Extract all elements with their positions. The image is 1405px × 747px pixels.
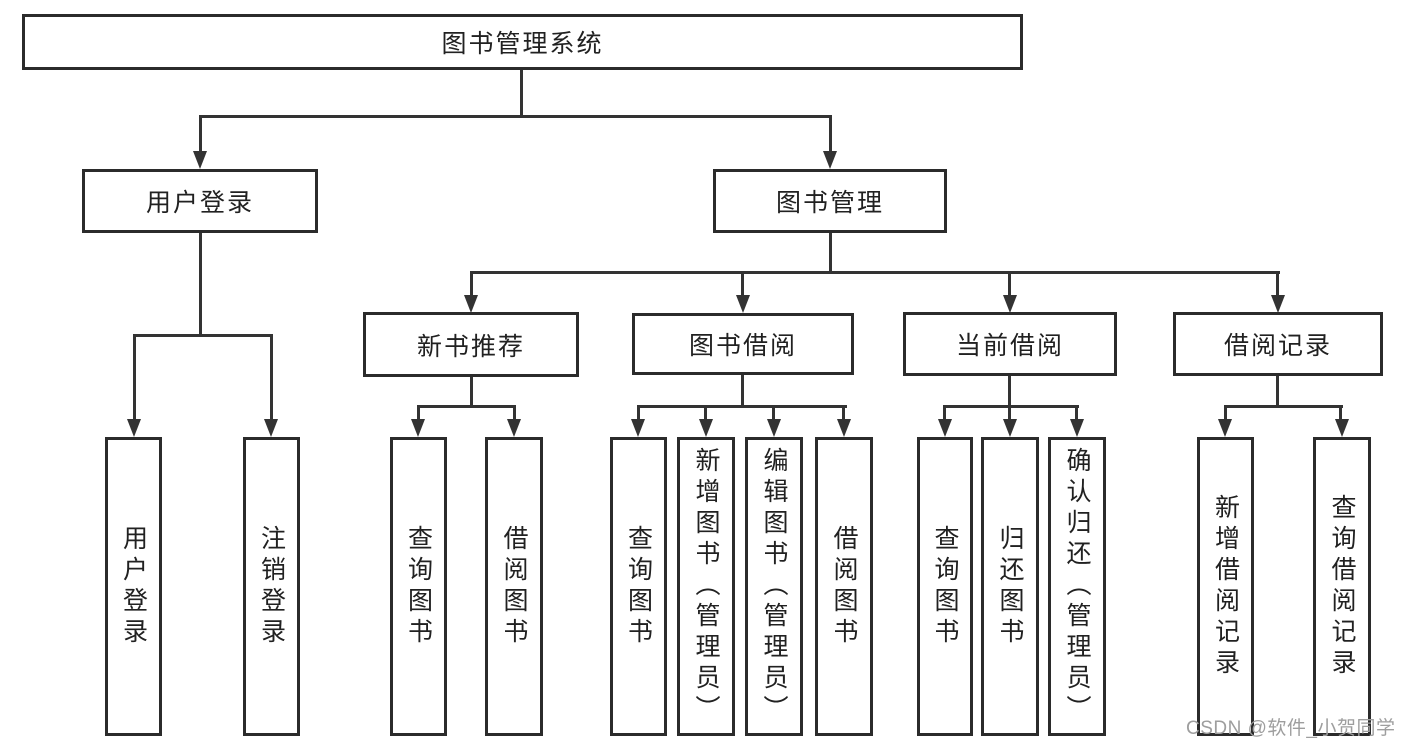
node-label: 查询图书	[624, 524, 653, 649]
node-label: 新增图书（管理员）	[692, 447, 720, 726]
node-new-book-recommend: 新书推荐	[363, 312, 579, 377]
node-user-login: 用户登录	[82, 169, 318, 233]
connector-line	[1008, 271, 1011, 297]
node-label: 新增借阅记录	[1211, 493, 1240, 680]
arrowhead-icon	[464, 295, 478, 313]
node-label: 借阅图书	[830, 524, 858, 649]
arrowhead-icon	[1070, 419, 1084, 437]
connector-line	[513, 405, 516, 422]
node-label: 查询图书	[931, 524, 959, 649]
connector-line	[1008, 405, 1011, 422]
connector-line	[842, 405, 845, 422]
connector-line	[199, 115, 832, 118]
node-label: 查询图书	[404, 524, 433, 649]
arrowhead-icon	[264, 419, 278, 437]
leaf-add-books-admin: 新增图书（管理员）	[677, 437, 735, 736]
leaf-user-login: 用户登录	[105, 437, 162, 736]
arrowhead-icon	[837, 419, 851, 437]
arrowhead-icon	[193, 151, 207, 169]
node-current-borrowing: 当前借阅	[903, 312, 1117, 376]
node-library-management-system: 图书管理系统	[22, 14, 1023, 70]
node-label: 查询借阅记录	[1328, 493, 1356, 680]
connector-line	[943, 405, 946, 422]
leaf-query-books-current: 查询图书	[917, 437, 973, 736]
node-label: 当前借阅	[955, 332, 1064, 360]
connector-line	[829, 115, 832, 153]
connector-line	[1276, 271, 1279, 297]
connector-line	[417, 405, 516, 408]
arrowhead-icon	[1335, 419, 1349, 437]
connector-line	[133, 334, 136, 421]
connector-line	[1075, 405, 1078, 422]
connector-line	[1224, 405, 1227, 422]
leaf-query-books-recommend: 查询图书	[390, 437, 447, 736]
leaf-confirm-return-admin: 确认归还（管理员）	[1048, 437, 1106, 736]
connector-line	[637, 405, 847, 408]
arrowhead-icon	[938, 419, 952, 437]
connector-line	[829, 233, 832, 274]
node-label: 新书推荐	[416, 332, 525, 361]
node-label: 图书管理	[775, 189, 884, 217]
connector-line	[1224, 405, 1343, 408]
node-borrow-records: 借阅记录	[1173, 312, 1383, 376]
node-label: 图书管理系统	[441, 30, 604, 58]
arrowhead-icon	[767, 419, 781, 437]
node-label: 图书借阅	[688, 332, 797, 360]
connector-line	[133, 334, 273, 337]
arrowhead-icon	[736, 295, 750, 313]
connector-line	[199, 233, 202, 337]
arrowhead-icon	[127, 419, 141, 437]
node-label: 用户登录	[119, 524, 148, 649]
connector-line	[199, 115, 202, 153]
arrowhead-icon	[699, 419, 713, 437]
arrowhead-icon	[411, 419, 425, 437]
node-label: 借阅记录	[1223, 332, 1332, 360]
csdn-watermark: CSDN @软件_小贺同学	[1186, 718, 1396, 739]
connector-line	[741, 375, 744, 408]
node-label: 注销登录	[257, 524, 286, 649]
leaf-borrow-books: 借阅图书	[815, 437, 873, 736]
leaf-query-borrow-record: 查询借阅记录	[1313, 437, 1371, 736]
node-label: 用户登录	[145, 189, 254, 217]
leaf-return-books: 归还图书	[981, 437, 1039, 736]
connector-line	[1339, 405, 1342, 422]
arrowhead-icon	[1003, 419, 1017, 437]
leaf-edit-books-admin: 编辑图书（管理员）	[745, 437, 803, 736]
leaf-logout: 注销登录	[243, 437, 300, 736]
node-label: 确认归还（管理员）	[1063, 447, 1091, 726]
node-label: 借阅图书	[500, 524, 528, 649]
connector-line	[470, 271, 1280, 274]
arrowhead-icon	[823, 151, 837, 169]
arrowhead-icon	[1271, 295, 1285, 313]
connector-line	[704, 405, 707, 422]
node-book-management: 图书管理	[713, 169, 947, 233]
connector-line	[741, 271, 744, 297]
arrowhead-icon	[507, 419, 521, 437]
connector-line	[772, 405, 775, 422]
arrowhead-icon	[1003, 295, 1017, 313]
node-label: 归还图书	[996, 524, 1024, 649]
connector-line	[470, 377, 473, 408]
node-book-borrowing: 图书借阅	[632, 313, 854, 375]
arrowhead-icon	[1218, 419, 1232, 437]
leaf-borrow-books-recommend: 借阅图书	[485, 437, 543, 736]
leaf-add-borrow-record: 新增借阅记录	[1197, 437, 1254, 736]
connector-line	[417, 405, 420, 422]
connector-line	[637, 405, 640, 422]
connector-line	[943, 405, 1079, 408]
connector-line	[1276, 376, 1279, 408]
leaf-query-books-borrowing: 查询图书	[610, 437, 667, 736]
node-label: 编辑图书（管理员）	[760, 447, 788, 726]
connector-line	[1008, 376, 1011, 408]
arrowhead-icon	[631, 419, 645, 437]
connector-line	[520, 70, 523, 118]
connector-line	[470, 271, 473, 297]
connector-line	[270, 334, 273, 421]
